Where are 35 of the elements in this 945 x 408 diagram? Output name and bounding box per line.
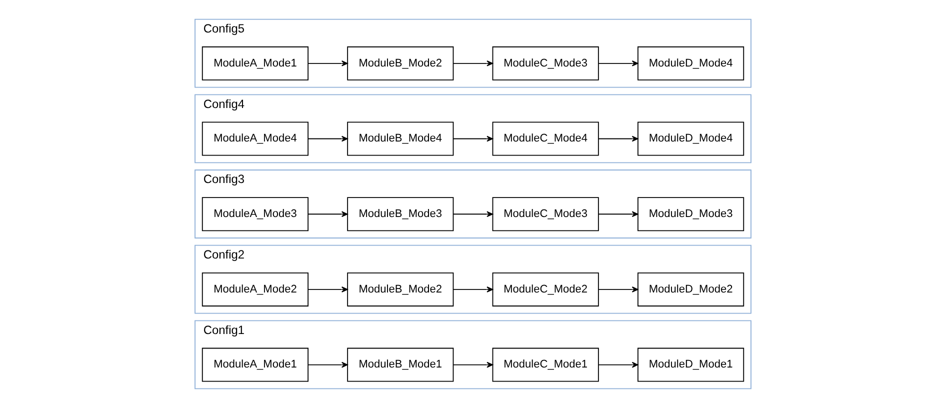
node-box: ModuleA_Mode2 bbox=[201, 272, 308, 306]
arrow bbox=[307, 286, 348, 292]
arrow bbox=[452, 136, 493, 142]
arrow bbox=[452, 211, 493, 218]
node-box: ModuleC_Mode4 bbox=[492, 122, 598, 156]
node-box: ModuleB_Mode3 bbox=[346, 197, 454, 232]
arrow bbox=[598, 136, 638, 142]
arrow bbox=[598, 286, 638, 292]
arrow bbox=[452, 286, 493, 292]
node-box: ModuleB_Mode1 bbox=[346, 348, 454, 382]
node-box: ModuleD_Mode3 bbox=[636, 197, 744, 232]
node-box: ModuleA_Mode1 bbox=[201, 46, 308, 80]
node-box: ModuleA_Mode3 bbox=[201, 197, 308, 232]
node-box: ModuleB_Mode2 bbox=[346, 272, 454, 306]
node-box: ModuleA_Mode4 bbox=[201, 122, 308, 156]
arrow bbox=[598, 362, 638, 368]
arrow bbox=[598, 60, 638, 66]
node-box: ModuleC_Mode2 bbox=[492, 272, 598, 306]
node-box: ModuleA_Mode1 bbox=[201, 348, 308, 382]
arrow bbox=[307, 60, 348, 66]
node-box: ModuleD_Mode4 bbox=[636, 122, 744, 156]
node-box: ModuleD_Mode2 bbox=[636, 272, 744, 306]
arrow bbox=[598, 211, 638, 218]
arrow bbox=[452, 60, 493, 66]
node-box: ModuleB_Mode4 bbox=[346, 122, 454, 156]
node-box: ModuleC_Mode3 bbox=[492, 46, 598, 80]
arrow bbox=[307, 211, 348, 218]
arrow bbox=[307, 362, 348, 368]
arrow bbox=[452, 362, 493, 368]
node-box: ModuleD_Mode1 bbox=[636, 348, 744, 382]
node-box: ModuleC_Mode1 bbox=[492, 348, 598, 382]
arrow bbox=[307, 136, 348, 142]
node-box: ModuleC_Mode3 bbox=[492, 197, 598, 232]
node-box: ModuleD_Mode4 bbox=[636, 46, 744, 80]
node-box: ModuleB_Mode2 bbox=[346, 46, 454, 80]
